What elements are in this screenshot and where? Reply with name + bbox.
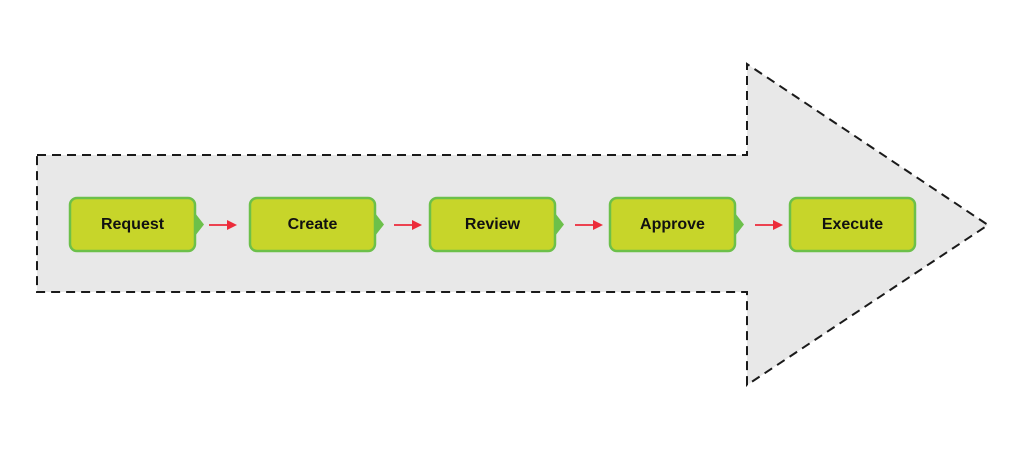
connector-arrow xyxy=(394,220,422,230)
connector-arrow xyxy=(755,220,783,230)
connector-arrowhead xyxy=(412,220,422,230)
step-review: Review xyxy=(428,196,564,253)
step-create: Create xyxy=(248,196,384,253)
step-notch xyxy=(735,213,744,236)
step-label: Approve xyxy=(640,216,705,233)
step-label: Request xyxy=(101,216,165,233)
step-notch xyxy=(195,213,204,236)
step-label: Create xyxy=(288,216,338,233)
connector-arrowhead xyxy=(227,220,237,230)
connector-arrow xyxy=(575,220,603,230)
step-label: Execute xyxy=(822,216,883,233)
step-label: Review xyxy=(465,216,521,233)
step-notch xyxy=(375,213,384,236)
connector-arrowhead xyxy=(773,220,783,230)
connector-arrowhead xyxy=(593,220,603,230)
step-notch xyxy=(555,213,564,236)
step-box xyxy=(788,196,917,253)
step-request: Request xyxy=(68,196,204,253)
step-approve: Approve xyxy=(608,196,744,253)
connector-arrow xyxy=(209,220,237,230)
step-execute: Execute xyxy=(788,196,917,253)
